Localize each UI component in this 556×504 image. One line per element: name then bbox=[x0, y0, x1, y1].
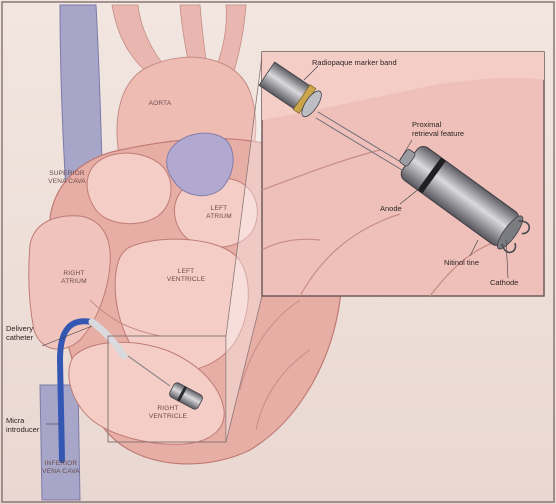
label-proximal-retrieval-feature: Proximal retrieval feature bbox=[412, 120, 465, 138]
leader-nitinol bbox=[469, 239, 479, 257]
label-right-ventricle: RIGHT VENTRICLE bbox=[148, 405, 188, 420]
inset-tether bbox=[315, 117, 403, 171]
left-ventricle bbox=[114, 238, 249, 373]
leader-delivery bbox=[41, 325, 93, 347]
label-cathode: Cathode bbox=[490, 278, 519, 287]
label-left-atrium: LEFT ATRIUM bbox=[206, 205, 232, 220]
inset-tether bbox=[317, 111, 405, 165]
inset-micra-device bbox=[399, 146, 531, 254]
delivery-catheter-tip bbox=[88, 318, 128, 360]
leader-cathode bbox=[505, 239, 509, 279]
leader-anode bbox=[399, 187, 421, 205]
inset-tissue bbox=[262, 52, 544, 120]
inset-trabecula bbox=[261, 238, 321, 251]
label-anode: Anode bbox=[380, 204, 402, 213]
label-radiopaque-marker-band: Radiopaque marker band bbox=[312, 58, 397, 67]
trabecula bbox=[89, 299, 161, 337]
trabecula bbox=[255, 349, 311, 431]
label-nitinol-tine: Nitinol tine bbox=[444, 258, 480, 267]
trabecula bbox=[239, 299, 301, 391]
projection-line bbox=[225, 55, 263, 337]
label-micra-introducer: Micra introducer bbox=[6, 416, 40, 434]
label-aorta: AORTA bbox=[148, 100, 172, 107]
projection-line bbox=[225, 295, 263, 443]
leader-retrieval bbox=[399, 139, 413, 161]
label-right-atrium: RIGHT ATRIUM bbox=[61, 270, 87, 285]
label-superior-vena-cava: SUPERIOR VENA CAVA bbox=[48, 170, 86, 185]
projection-fan bbox=[226, 56, 262, 442]
valve-chamber bbox=[86, 152, 172, 225]
magnifier-box bbox=[107, 335, 227, 443]
inset-catheter-tip bbox=[258, 61, 322, 118]
tether-small bbox=[127, 355, 171, 387]
pulmonary-artery bbox=[166, 132, 234, 197]
label-delivery-catheter: Delivery catheter bbox=[6, 324, 34, 342]
label-inferior-vena-cava: INFERIOR VENA CAVA bbox=[42, 460, 80, 475]
leader-marker-band bbox=[303, 65, 319, 81]
label-left-ventricle: LEFT VENTRICLE bbox=[166, 268, 206, 283]
delivery-catheter-tube bbox=[56, 318, 95, 463]
inset-trabecula bbox=[299, 213, 401, 297]
inset-trabecula bbox=[261, 149, 381, 191]
micra-device-small bbox=[169, 382, 203, 410]
